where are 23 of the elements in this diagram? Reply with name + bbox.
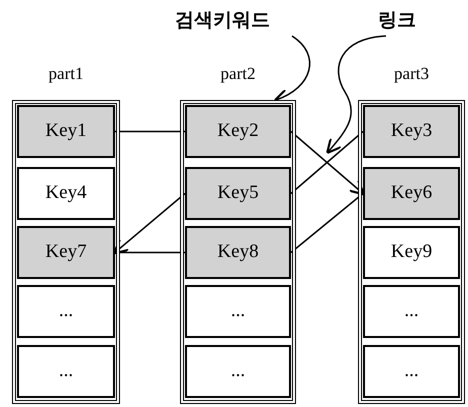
column-heading: part2 [220, 63, 256, 85]
key-box: ... [185, 285, 291, 338]
key-box: Key8 [185, 226, 291, 279]
annotation-text: 검색키워드 [140, 6, 305, 34]
key-box: Key2 [185, 105, 291, 158]
curved-arrow [274, 35, 310, 103]
key-box: ... [17, 285, 115, 338]
column-heading: part1 [48, 63, 84, 85]
curved-arrow [326, 35, 386, 154]
key-box: Key5 [185, 167, 291, 220]
key-box: Key9 [363, 226, 460, 279]
key-box: Key1 [17, 105, 115, 158]
key-box: Key6 [363, 167, 460, 220]
link-line [290, 192, 364, 254]
key-box: ... [363, 285, 460, 338]
key-box: Key4 [17, 167, 115, 220]
annotation-text: 링크 [372, 6, 422, 34]
key-box: Key7 [17, 226, 115, 279]
key-box: ... [185, 345, 291, 398]
key-box: Key3 [363, 105, 460, 158]
key-box: ... [363, 345, 460, 398]
column-heading: part3 [393, 63, 430, 85]
key-box: ... [17, 345, 115, 398]
